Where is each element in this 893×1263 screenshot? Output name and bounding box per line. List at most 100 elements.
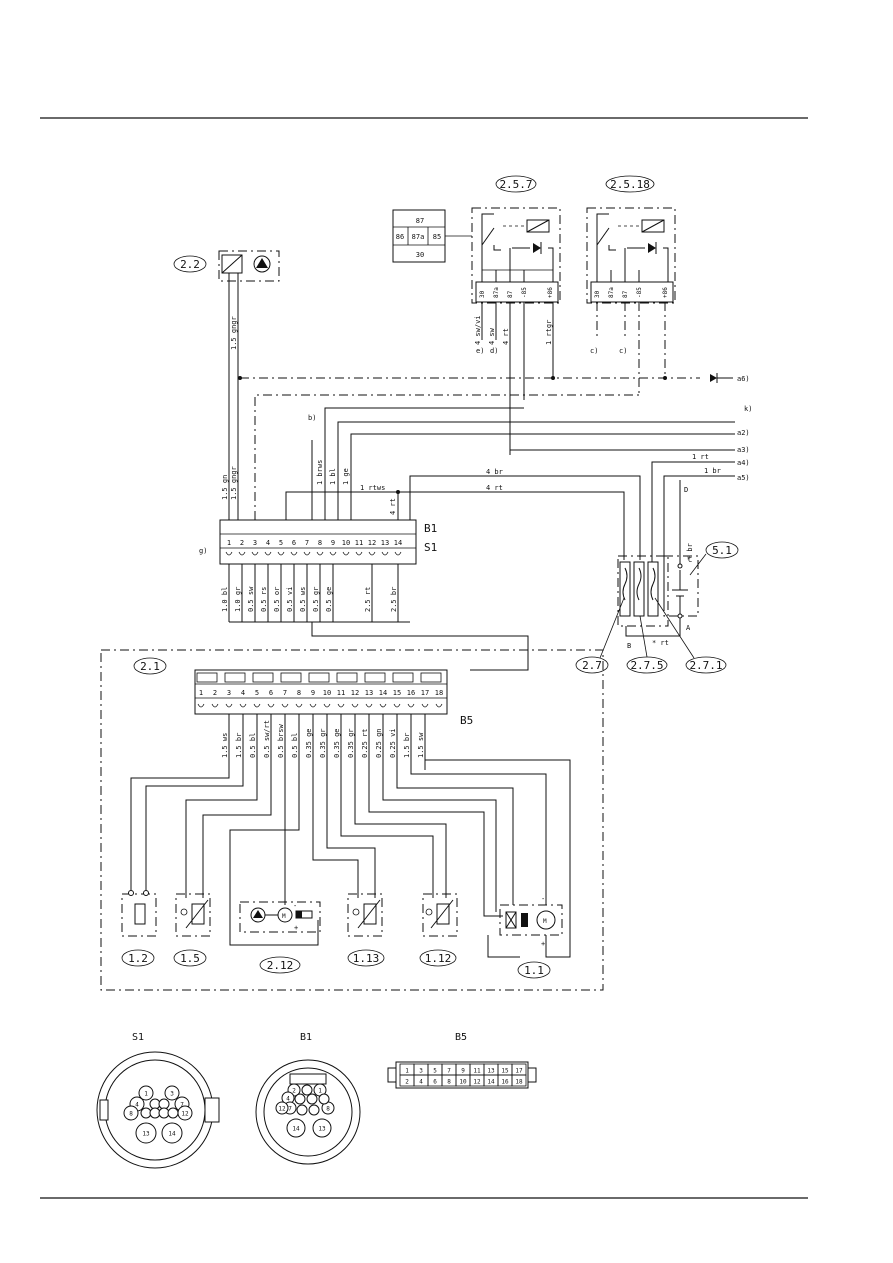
svg-text:* rt: * rt [652, 639, 669, 647]
b5-pin-10: 10 [323, 689, 331, 697]
b1-face-pin-14 [286, 1118, 306, 1138]
wire-257-rtgr: 1 rtgr [545, 320, 553, 345]
b1-socket-1 [225, 551, 233, 556]
b5-pin-14: 14 [379, 689, 387, 697]
b1-pin-11: 11 [355, 539, 363, 547]
label-b5: B5 [460, 714, 473, 727]
svg-text:B5: B5 [455, 1032, 467, 1043]
b1-face-blank-2 [306, 1093, 318, 1105]
b5-pin-9: 9 [311, 689, 315, 697]
s1-wire-label-2: 1.0 gr [234, 587, 242, 612]
b5-wire-label-17: 1.5 sw [417, 732, 425, 758]
b5-face-top-label-13: 13 [487, 1068, 495, 1075]
b5-face-bottom-label-14: 14 [487, 1079, 495, 1086]
b1-socket-14 [394, 551, 402, 556]
b5-socket-2 [211, 703, 219, 708]
b1-socket-2 [238, 551, 246, 556]
svg-text:+: + [294, 924, 298, 932]
svg-text:g): g) [199, 547, 207, 555]
svg-text:+: + [541, 940, 545, 948]
b5-wire-label-9: 0.35 ge [305, 728, 313, 758]
s1-face-pin-8 [123, 1105, 139, 1121]
s1-face-pin-13 [135, 1122, 157, 1144]
wire-257-swvi: 4 sw/vi [474, 315, 482, 345]
b1-pin-14: 14 [394, 539, 402, 547]
wire-22-label: 1.5 gngr [230, 316, 238, 350]
svg-text:b): b) [308, 414, 316, 422]
b5-cell-17 [420, 672, 442, 683]
s1-wire-label-14: 2.5 br [390, 587, 398, 612]
label-2-2: 2.2 [180, 258, 200, 271]
s1-wire-label-12: 2.5 rt [364, 587, 372, 612]
wire-257-rt: 4 rt [502, 328, 510, 345]
b5-face-top-label-9: 9 [461, 1068, 465, 1075]
b5-pin-2: 2 [213, 689, 217, 697]
svg-text:C: C [688, 556, 692, 564]
b1-socket-12 [368, 551, 376, 556]
b1-face-pin-13 [312, 1118, 332, 1138]
b5-cell-7 [280, 672, 302, 683]
b5-wire-label-14: 0.25 gn [375, 728, 383, 758]
b1-pin-6: 6 [292, 539, 296, 547]
b1-socket-3 [251, 551, 259, 556]
svg-text:1 brws: 1 brws [316, 460, 324, 485]
b5-face-top-label-11: 11 [473, 1068, 481, 1075]
upper-harness: 1 brws 1 bl 1 ge 4 rt 1 rtws 4 br 4 rt 1… [221, 373, 752, 605]
b5-pin-16: 16 [407, 689, 415, 697]
b1-face-label-4: 4 [286, 1096, 290, 1103]
svg-text:* br: * br [686, 543, 694, 560]
b5-cell-5 [252, 672, 274, 683]
b5-wire-label-16: 1.5 br [403, 733, 411, 758]
svg-text:-85: -85 [521, 287, 528, 298]
b5-pin-1: 1 [199, 689, 203, 697]
b5-pin-5: 5 [255, 689, 259, 697]
b5-wire-label-5: 0.5 bl [249, 733, 257, 758]
b5-socket-15 [393, 703, 401, 708]
s1-face-label-8: 8 [129, 1111, 133, 1118]
svg-text:30: 30 [479, 290, 486, 298]
b5-wire-label-7: 0.5 brsw [277, 723, 285, 758]
b1-pin-13: 13 [381, 539, 389, 547]
b1-pin-3: 3 [253, 539, 257, 547]
b5-socket-4 [239, 703, 247, 708]
b5-pin-17: 17 [421, 689, 429, 697]
svg-text:2.12: 2.12 [267, 959, 294, 972]
b5-socket-18 [435, 703, 443, 708]
b5-pin-15: 15 [393, 689, 401, 697]
b1-face-label-2: 2 [292, 1088, 296, 1095]
svg-text:B1: B1 [300, 1032, 312, 1043]
s1-face-label-14: 14 [168, 1131, 176, 1138]
b5-socket-14 [379, 703, 387, 708]
relay-2518-pins: 30 87a 87 -85 +86 [594, 287, 669, 298]
b5-socket-16 [407, 703, 415, 708]
b5-wire-label-10: 0.35 gr [319, 728, 327, 758]
b5-face-bottom-label-6: 6 [433, 1079, 437, 1086]
label-2-5-7: 2.5.7 [499, 178, 532, 191]
b5-face-bottom-label-8: 8 [447, 1079, 451, 1086]
legend-87: 87 [416, 217, 424, 225]
svg-text:1 rtws: 1 rtws [360, 484, 385, 492]
b1-face-blank-4 [296, 1104, 308, 1116]
b5-face-bottom-label-12: 12 [473, 1079, 481, 1086]
svg-text:1.5: 1.5 [180, 952, 200, 965]
s1-face-label-12: 12 [181, 1111, 189, 1118]
s1-wire-label-7: 0.5 ws [299, 587, 307, 612]
svg-text:1.5 gn: 1.5 gn [221, 475, 229, 500]
label-2-7-1: 2.7.1 [689, 659, 722, 672]
legend-86: 86 [396, 233, 404, 241]
label-5-1: 5.1 [712, 544, 732, 557]
b5-socket-6 [267, 703, 275, 708]
b5-wire-label-11: 0.35 ge [333, 728, 341, 758]
component-1-1: M - + 1.1 [499, 895, 563, 979]
b1-pin-5: 5 [279, 539, 283, 547]
component-2-2: 2.2 1.5 gngr [173, 250, 280, 520]
legend-30: 30 [416, 251, 424, 259]
label-2-5-18: 2.5.18 [610, 178, 650, 191]
b1-pin-12: 12 [368, 539, 376, 547]
s1-face-label-7: 7 [180, 1102, 184, 1109]
